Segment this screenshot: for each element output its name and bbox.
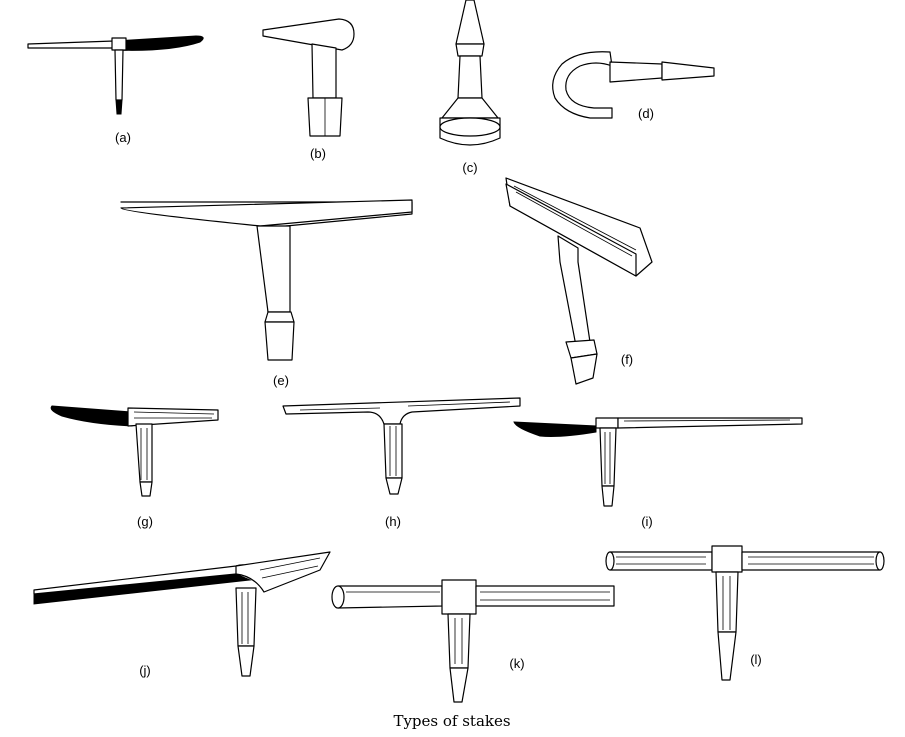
label-i: (i) [641, 514, 653, 529]
stake-j [33, 551, 331, 677]
label-f: (f) [621, 352, 633, 367]
stake-d [552, 51, 715, 119]
label-j: (j) [139, 663, 151, 678]
label-e: (e) [273, 373, 289, 388]
label-d: (d) [638, 106, 654, 121]
stake-h [282, 397, 521, 495]
stake-f [505, 177, 653, 385]
stake-g [50, 405, 219, 497]
label-l: (l) [750, 652, 762, 667]
stake-l [605, 545, 885, 681]
label-b: (b) [310, 146, 326, 161]
stake-a [27, 35, 204, 115]
stake-i [513, 417, 803, 507]
stake-c [439, 0, 501, 146]
label-k: (k) [509, 656, 524, 671]
figure-caption: Types of stakes [393, 712, 510, 730]
stake-e [120, 199, 413, 361]
label-a: (a) [115, 130, 131, 145]
label-g: (g) [137, 514, 153, 529]
label-h: (h) [385, 514, 401, 529]
label-c: (c) [462, 160, 477, 175]
stake-b [262, 18, 355, 137]
stake-k [331, 579, 615, 703]
